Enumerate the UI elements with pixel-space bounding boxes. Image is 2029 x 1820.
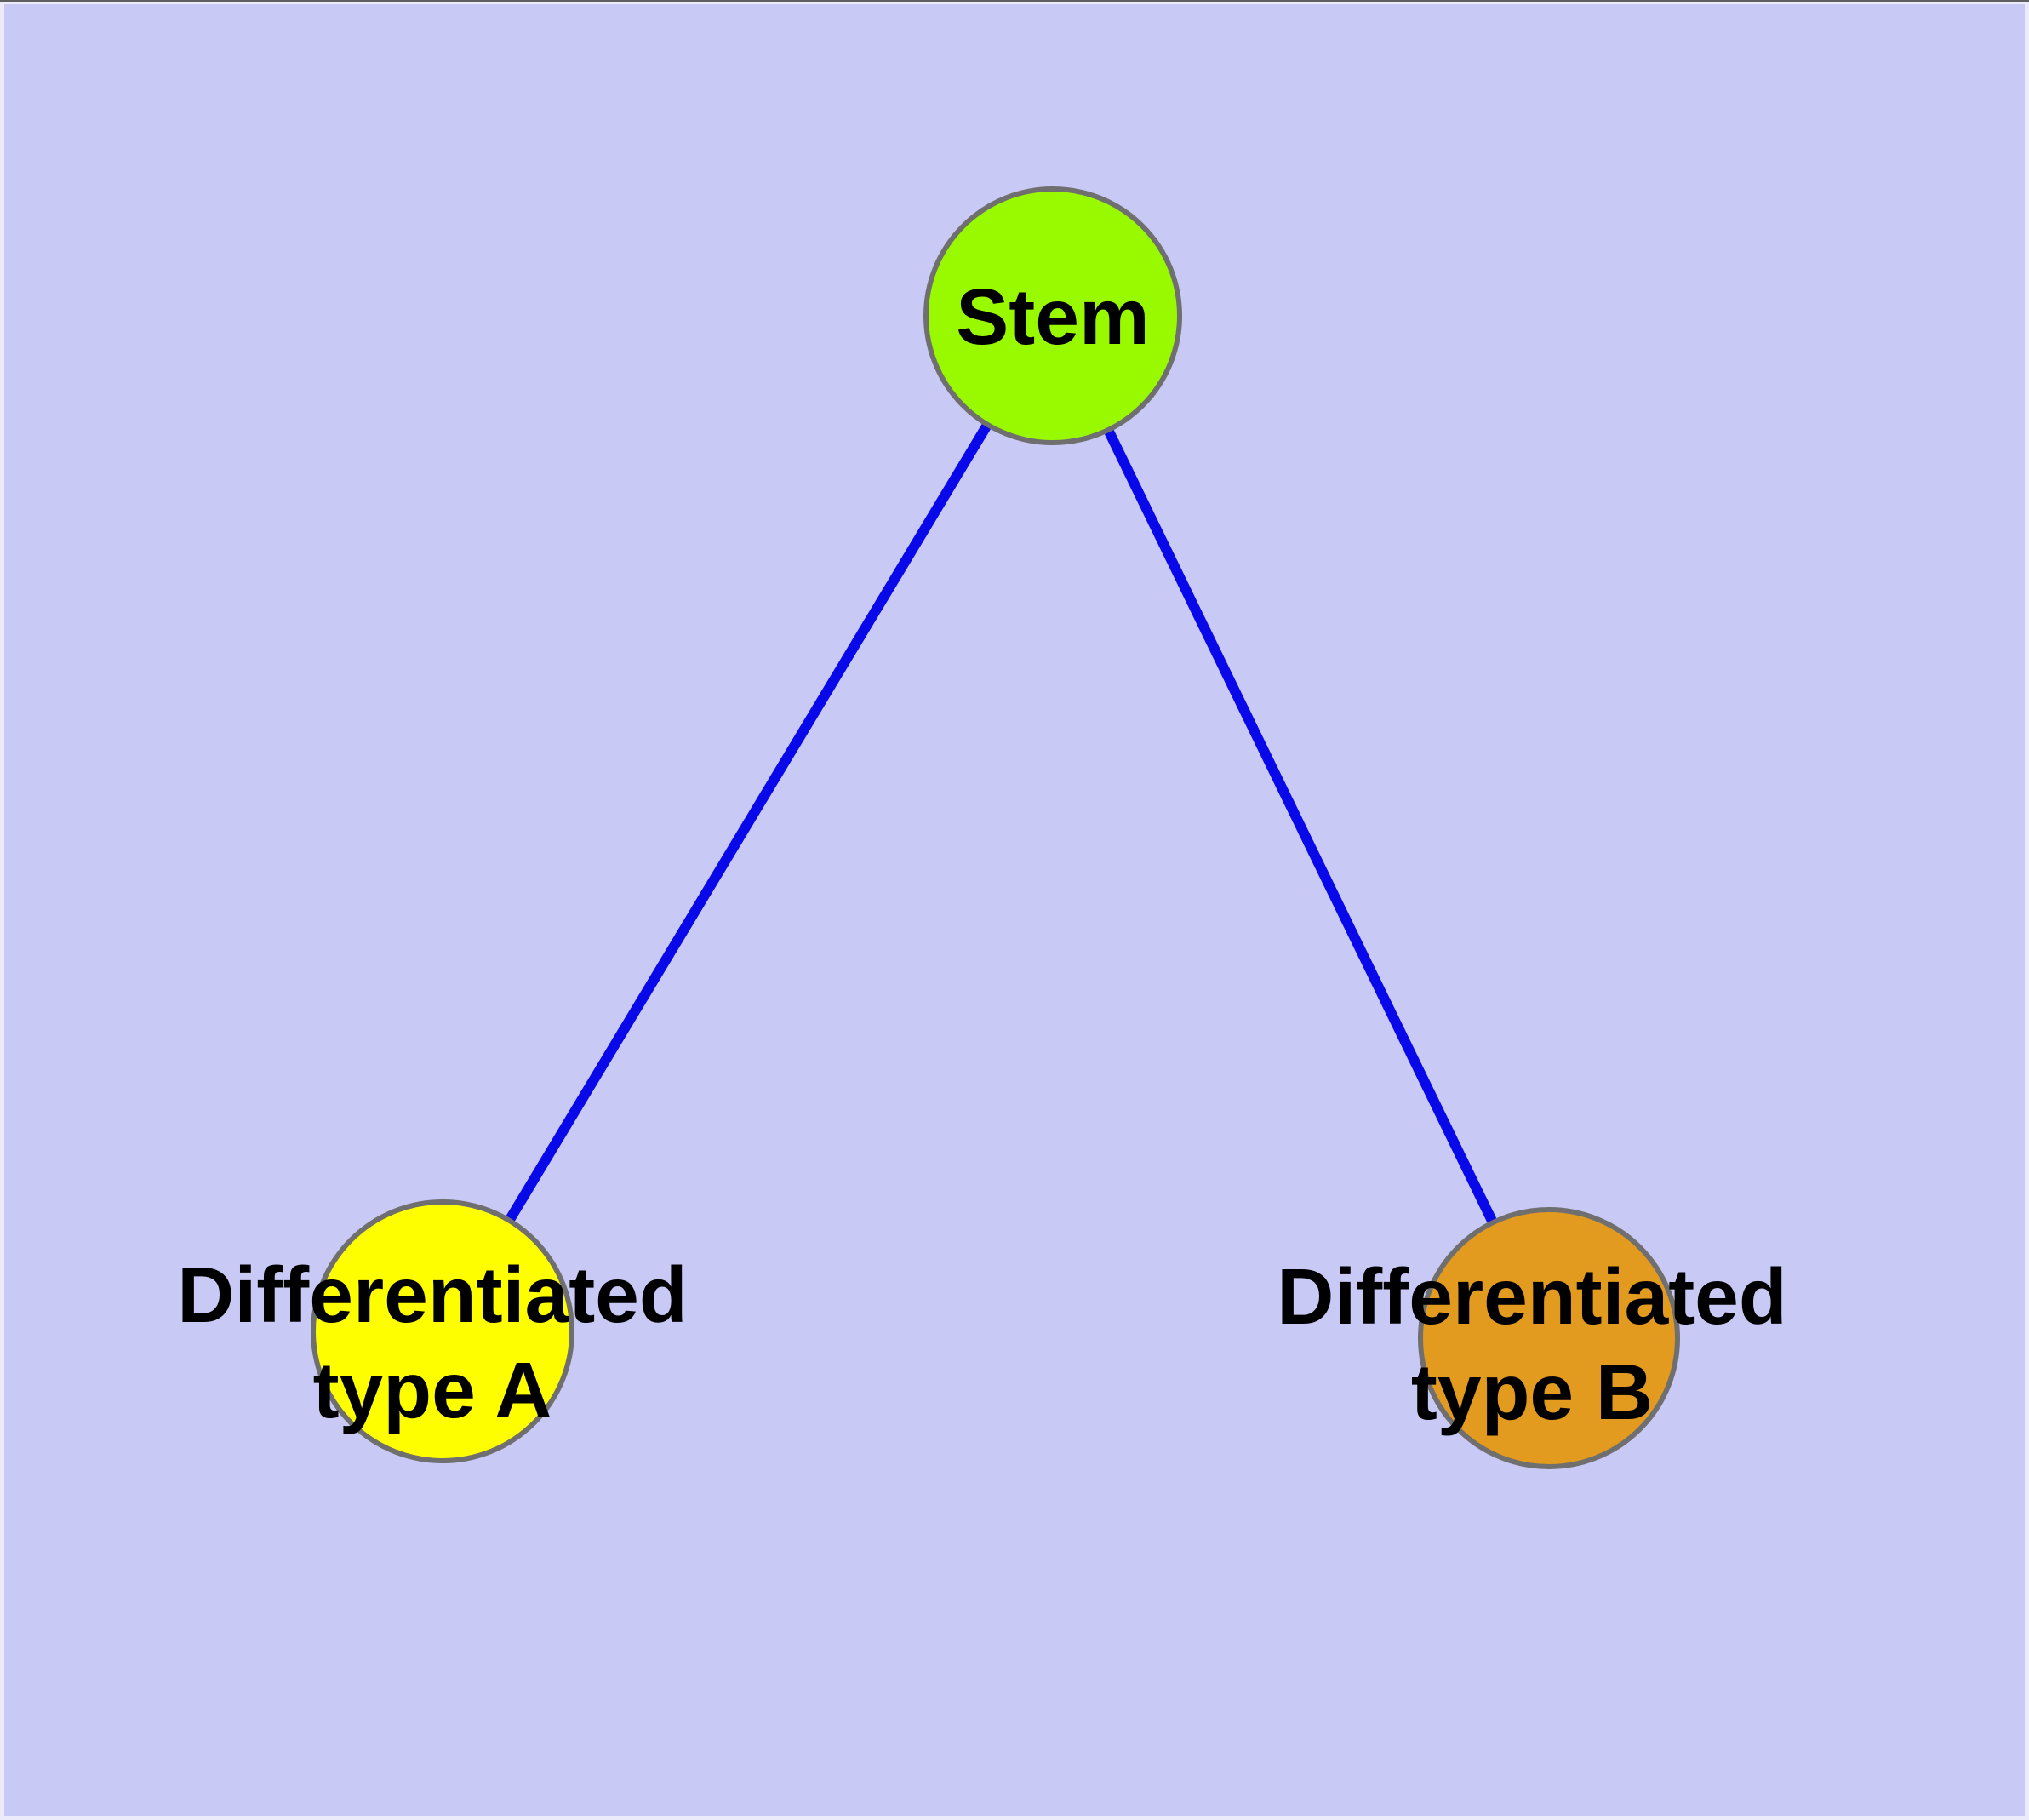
node-type-b-label-line2: type B	[1411, 1348, 1653, 1436]
edge-stem-to-type-b	[1048, 313, 1554, 1341]
node-type-a-label-line1: Differentiated	[177, 1251, 687, 1339]
node-type-b-label-line1: Differentiated	[1277, 1252, 1786, 1341]
node-type-b-circle	[1418, 1207, 1680, 1469]
node-stem-circle	[923, 186, 1182, 445]
edge-stem-to-type-a	[437, 312, 1058, 1335]
node-type-a-label-line2: type A	[313, 1346, 552, 1434]
node-type-a-circle	[311, 1199, 574, 1463]
node-stem-label: Stem	[956, 272, 1149, 361]
top-edge-line	[0, 0, 2029, 2]
